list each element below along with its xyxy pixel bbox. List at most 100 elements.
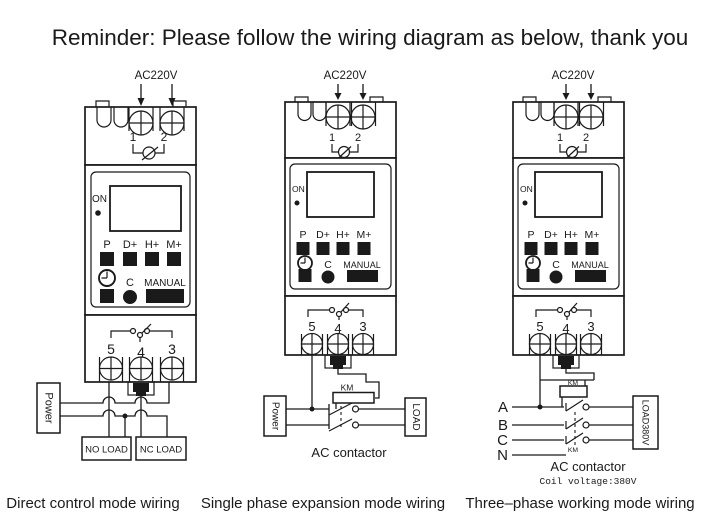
phase-n-label: N	[497, 447, 508, 464]
screw-terminal	[300, 332, 375, 356]
phase-a-label: A	[498, 399, 508, 416]
no-load-box	[81, 436, 132, 461]
c-button	[549, 270, 563, 284]
terminal-3-label: 3	[168, 341, 176, 357]
device-top-section	[512, 101, 625, 159]
load-box	[632, 395, 659, 450]
button-label-d: D+	[123, 239, 137, 251]
button-label-p: P	[103, 239, 110, 251]
diagram-direct-control: AC220V 1 2 ON	[6, 70, 197, 512]
no-load-label: NO LOAD	[85, 445, 128, 456]
relay-contact-icon	[535, 302, 592, 320]
lcd-display	[534, 171, 603, 218]
manual-button	[146, 289, 184, 303]
load-label: LOAD380V	[641, 400, 651, 446]
device-top-section	[284, 101, 397, 159]
clock-icon	[98, 269, 116, 287]
power-led-dot	[294, 200, 300, 206]
manual-label: MANUAL	[144, 278, 186, 289]
nc-load-box	[135, 436, 187, 461]
contactor-caption: AC contactor	[311, 445, 387, 460]
terminal-1-label: 1	[329, 132, 335, 144]
diagram-three-phase: AC220V 1 2 ON P	[465, 70, 694, 512]
manual-label: MANUAL	[343, 260, 381, 270]
button-label-m: M+	[166, 239, 182, 251]
lcd-display	[306, 171, 375, 218]
page-title: Reminder: Please follow the wiring diagr…	[52, 25, 689, 50]
button-label-c: C	[552, 259, 560, 271]
button-label-d: D+	[316, 229, 330, 241]
input-switch-icon	[559, 144, 587, 159]
input-switch-icon	[331, 144, 359, 159]
terminal-1-label: 1	[130, 130, 137, 144]
button-label-p: P	[299, 229, 306, 241]
terminal-1-label: 1	[557, 132, 563, 144]
supply-voltage-label: AC220V	[324, 70, 367, 82]
direct-mode-wiring: Power NO LOAD NC LOAD	[36, 382, 187, 461]
button-label-d: D+	[544, 229, 558, 241]
terminal-4-label: 4	[137, 344, 145, 360]
timer-device: 1 2 ON P D+ H+ M+ C	[84, 100, 197, 396]
lcd-display	[109, 185, 182, 232]
terminal-4-label: 4	[334, 321, 341, 336]
button-row	[100, 252, 181, 266]
supply-voltage-label: AC220V	[552, 70, 595, 82]
terminal-2-label: 2	[161, 130, 168, 144]
clock-button	[100, 289, 114, 303]
clock-button	[298, 269, 312, 282]
manual-button	[347, 270, 378, 282]
button-label-p: P	[527, 229, 534, 241]
contactor-coil	[332, 391, 375, 404]
power-source-box	[36, 382, 61, 434]
load-label: LOAD	[410, 403, 421, 430]
contactor-coil-label: KM	[568, 380, 579, 387]
timer-device: 1 2 ON P D+ H+ M+ C	[284, 96, 397, 369]
supply-arrow-icon	[137, 84, 176, 106]
c-button	[321, 270, 335, 284]
contactor-coil-label: KM	[341, 383, 354, 393]
button-label-h: H+	[145, 239, 159, 251]
single-phase-wiring: KM Power LOAD AC contactor	[263, 355, 427, 460]
power-source-label: Power	[270, 402, 281, 431]
power-source-box	[263, 395, 287, 437]
input-switch-icon	[132, 144, 165, 161]
diagram-caption: Three–phase working mode wiring	[465, 495, 694, 512]
coil-voltage-note: Coil voltage:380V	[540, 476, 637, 487]
on-indicator-label: ON	[292, 184, 305, 194]
device-relay-section	[284, 295, 397, 356]
screw-terminal	[325, 104, 376, 130]
contactor-coil	[559, 385, 588, 398]
screw-terminal	[553, 104, 604, 130]
button-row	[524, 242, 599, 255]
relay-contact-icon	[307, 302, 364, 320]
terminal-4-label: 4	[562, 321, 569, 336]
power-led-dot	[95, 210, 101, 216]
clock-button	[526, 269, 540, 282]
button-label-m: M+	[585, 229, 600, 241]
relay-contact-icon	[110, 323, 173, 342]
supply-arrow-icon	[562, 84, 595, 100]
manual-button	[575, 270, 606, 282]
terminal-2-label: 2	[355, 132, 361, 144]
diagram-caption: Single phase expansion mode wiring	[201, 495, 445, 512]
timer-device: 1 2 ON P D+ H+ M+ C	[512, 96, 625, 369]
terminal-3-label: 3	[359, 319, 366, 334]
contactor-contact-icon	[328, 402, 360, 432]
junction-dot	[309, 406, 315, 412]
button-label-h: H+	[336, 229, 350, 241]
on-indicator-label: ON	[92, 194, 107, 205]
contactor-coil-label-bottom: KM	[568, 447, 579, 454]
terminal-5-label: 5	[107, 341, 115, 357]
screw-terminal	[98, 356, 185, 381]
button-label-c: C	[324, 259, 332, 271]
phase-b-label: B	[498, 417, 508, 434]
power-source-label: Power	[43, 392, 55, 424]
supply-voltage-label: AC220V	[135, 70, 178, 82]
button-label-m: M+	[357, 229, 372, 241]
button-row	[296, 242, 371, 255]
button-label-c: C	[126, 277, 134, 289]
screw-terminal	[128, 110, 185, 136]
nc-load-label: NC LOAD	[140, 445, 182, 456]
diagram-single-phase: AC220V 1 2 ON P	[201, 70, 445, 512]
supply-arrow-icon	[334, 84, 367, 100]
